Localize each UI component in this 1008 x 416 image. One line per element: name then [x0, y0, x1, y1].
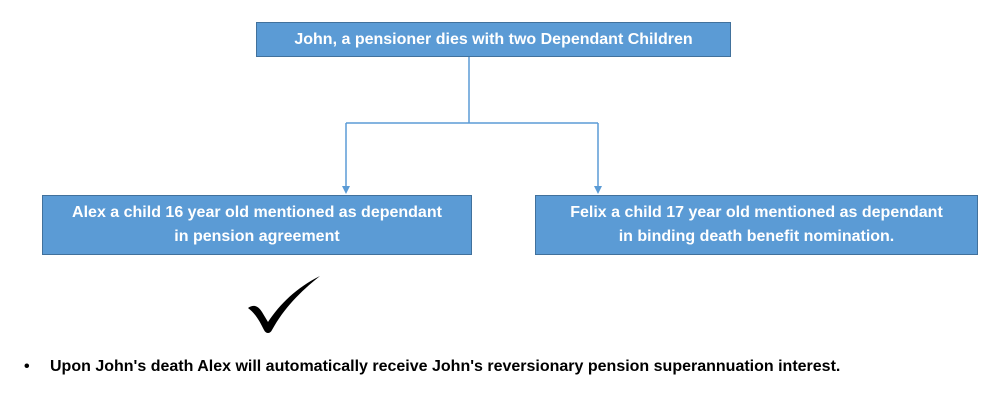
checkmark-icon — [248, 276, 320, 333]
root-node: John, a pensioner dies with two Dependan… — [256, 22, 731, 57]
child-node-alex-line2: in pension agreement — [174, 228, 340, 245]
child-node-felix: Felix a child 17 year old mentioned as d… — [535, 195, 978, 255]
bullet-icon: • — [24, 358, 30, 375]
child-node-alex-line1: Alex a child 16 year old mentioned as de… — [72, 204, 442, 221]
child-node-alex: Alex a child 16 year old mentioned as de… — [42, 195, 472, 255]
note-item: • Upon John's death Alex will automatica… — [24, 358, 994, 376]
child-node-felix-line1: Felix a child 17 year old mentioned as d… — [570, 204, 943, 221]
child-node-felix-line2: in binding death benefit nomination. — [618, 228, 895, 245]
note-text: Upon John's death Alex will automaticall… — [50, 358, 841, 375]
root-node-label: John, a pensioner dies with two Dependan… — [294, 30, 693, 48]
